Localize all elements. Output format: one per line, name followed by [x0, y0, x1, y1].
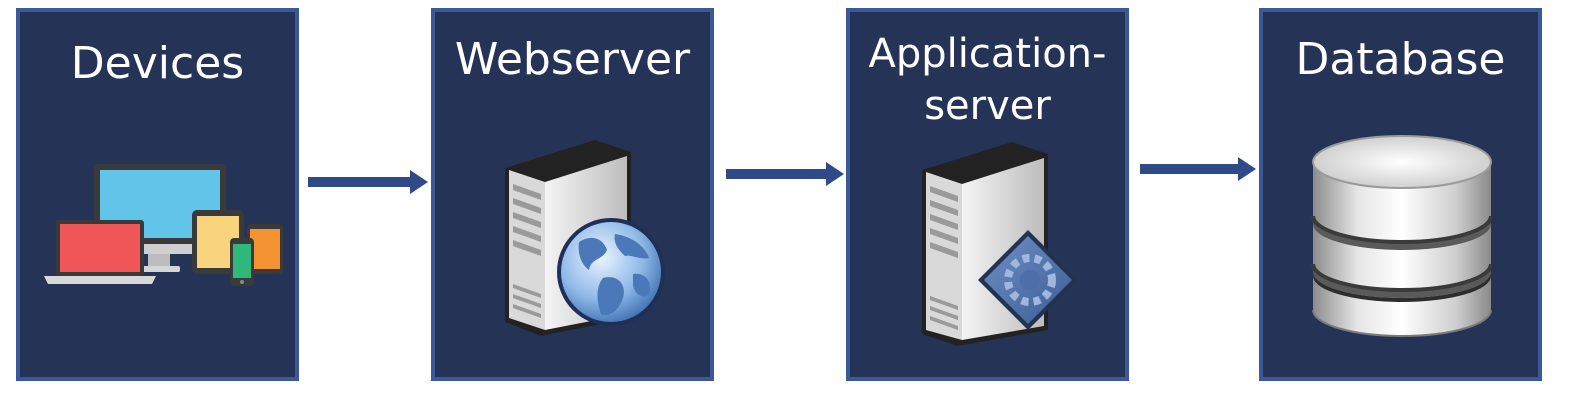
- application-server-node: Application- server: [846, 8, 1129, 381]
- devices-node: Devices: [16, 8, 299, 381]
- arrow-devices-to-webserver: [308, 170, 428, 194]
- arrow-webserver-to-appserver: [726, 162, 844, 186]
- devices-label: Devices: [70, 38, 245, 89]
- webserver-label: Webserver: [454, 34, 691, 85]
- application-server-label-line1: Application-: [868, 31, 1107, 77]
- database-label: Database: [1295, 34, 1506, 85]
- application-server-label: Application- server: [850, 28, 1125, 132]
- database-node: Database: [1259, 8, 1542, 381]
- web-server-icon: [505, 140, 665, 336]
- arrow-appserver-to-database: [1140, 157, 1256, 181]
- application-server-icon: [922, 142, 1078, 346]
- devices-icon: [44, 164, 283, 286]
- webserver-node: Webserver: [431, 8, 714, 381]
- application-server-label-line2: server: [924, 83, 1051, 129]
- database-icon: [1311, 135, 1493, 337]
